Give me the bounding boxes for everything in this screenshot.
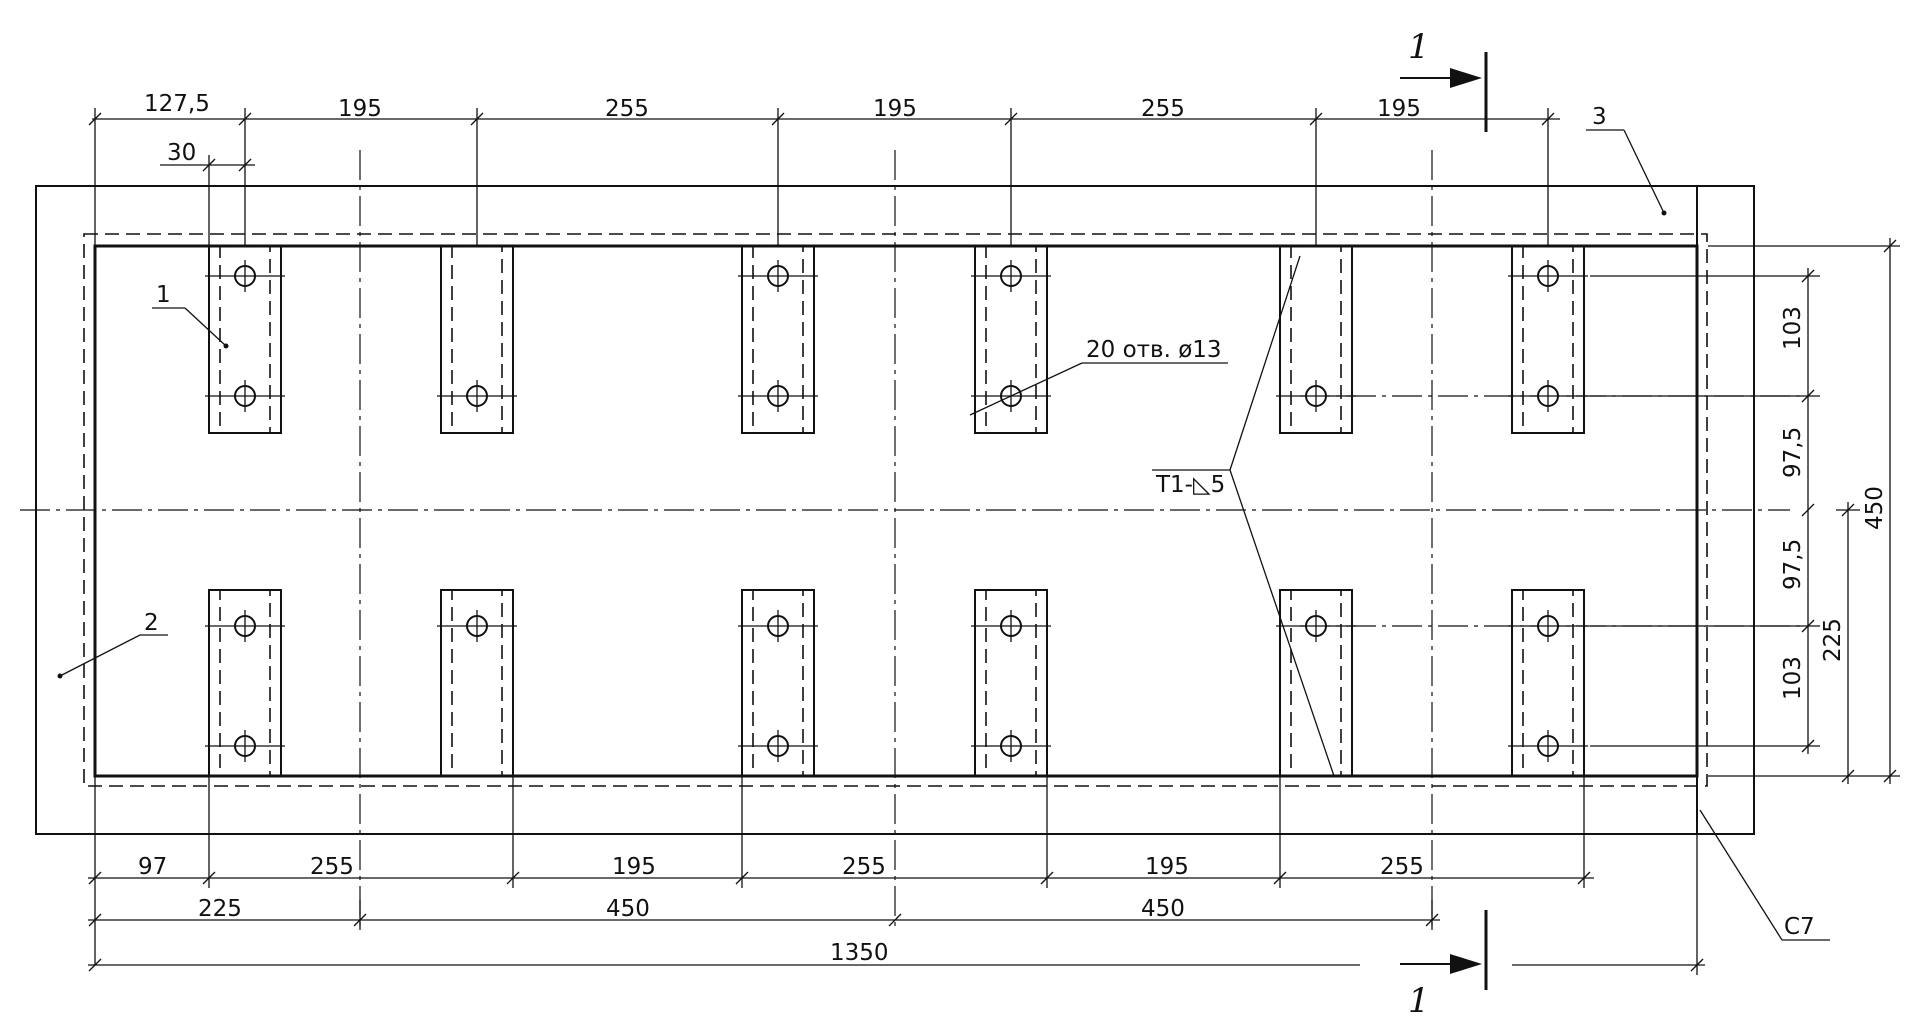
callout-part-3-label: 3 bbox=[1592, 104, 1607, 130]
bottom-dimensions-row1: 97 255 195 255 195 255 bbox=[88, 776, 1594, 965]
dim-bottom1-1: 97 bbox=[138, 854, 167, 880]
callout-part-3: 3 bbox=[1586, 104, 1667, 216]
dim-bottom1-4: 255 bbox=[842, 854, 886, 880]
callout-part-1: 1 bbox=[152, 282, 229, 349]
plate-bottom-4-hidden bbox=[985, 589, 1037, 777]
dim-right-1: 103 bbox=[1780, 306, 1806, 350]
dim-bottom1-5: 195 bbox=[1145, 854, 1189, 880]
plate-bottom-2-hidden bbox=[451, 589, 503, 777]
dim-bottom2-1: 225 bbox=[198, 896, 242, 922]
plates-top-row-hidden bbox=[219, 245, 1574, 434]
dim-top-1: 127,5 bbox=[144, 91, 210, 117]
plates-bottom-row-hidden bbox=[219, 589, 1574, 777]
section-mark-top-label: 1 bbox=[1408, 27, 1430, 67]
dim-right-total: 450 bbox=[1862, 486, 1888, 530]
plate-bottom-5-hidden bbox=[1290, 589, 1342, 777]
dim-bottom2-3: 450 bbox=[1141, 896, 1185, 922]
bottom-dimensions-total: 1350 bbox=[88, 834, 1705, 975]
callout-holes: 20 отв. ø13 bbox=[969, 337, 1228, 416]
dim-top-5: 255 bbox=[1141, 96, 1185, 122]
top-dimensions: 127,5 195 255 195 255 195 30 bbox=[88, 91, 1560, 246]
plates-bottom-row bbox=[208, 589, 1585, 777]
dim-bottom1-2: 255 bbox=[310, 854, 354, 880]
dim-right-2: 97,5 bbox=[1780, 427, 1806, 478]
dim-bottom-total: 1350 bbox=[830, 940, 889, 966]
callout-part-2: 2 bbox=[57, 610, 168, 679]
dim-bottom2-2: 450 bbox=[606, 896, 650, 922]
bottom-dimensions-row2: 225 450 450 bbox=[88, 896, 1440, 930]
callout-corner-weld: C7 bbox=[1699, 809, 1830, 941]
dim-top-6: 195 bbox=[1377, 96, 1421, 122]
dim-bottom1-3: 195 bbox=[612, 854, 656, 880]
inner-frame bbox=[93, 244, 1699, 778]
dim-bottom1-6: 255 bbox=[1380, 854, 1424, 880]
dim-top-2: 195 bbox=[338, 96, 382, 122]
callout-part-1-label: 1 bbox=[156, 282, 171, 308]
dim-right-3: 97,5 bbox=[1780, 539, 1806, 590]
dim-top-4: 195 bbox=[873, 96, 917, 122]
callout-weld-label: T1-◺5 bbox=[1155, 472, 1225, 498]
section-mark-bottom: 1 bbox=[1400, 910, 1488, 1021]
callout-corner-weld-label: C7 bbox=[1784, 914, 1815, 940]
dim-top-3: 255 bbox=[605, 96, 649, 122]
section-mark-bottom-label: 1 bbox=[1408, 981, 1430, 1021]
callout-part-2-label: 2 bbox=[144, 610, 159, 636]
plate-bottom-1-hidden bbox=[219, 589, 271, 777]
dim-right-mid: 225 bbox=[1820, 618, 1846, 662]
right-dimensions: 103 97,5 97,5 103 225 450 bbox=[1590, 238, 1900, 784]
callout-holes-label: 20 отв. ø13 bbox=[1086, 337, 1222, 363]
section-mark-top: 1 bbox=[1400, 27, 1488, 132]
plates-top-row bbox=[208, 245, 1585, 434]
dim-right-4: 103 bbox=[1780, 656, 1806, 700]
callout-weld: T1-◺5 bbox=[1152, 255, 1335, 777]
plate-bottom-6-hidden bbox=[1522, 589, 1574, 777]
plate-bottom-3-hidden bbox=[752, 589, 804, 777]
dim-top-small: 30 bbox=[167, 140, 196, 166]
holes-group bbox=[205, 260, 1588, 762]
